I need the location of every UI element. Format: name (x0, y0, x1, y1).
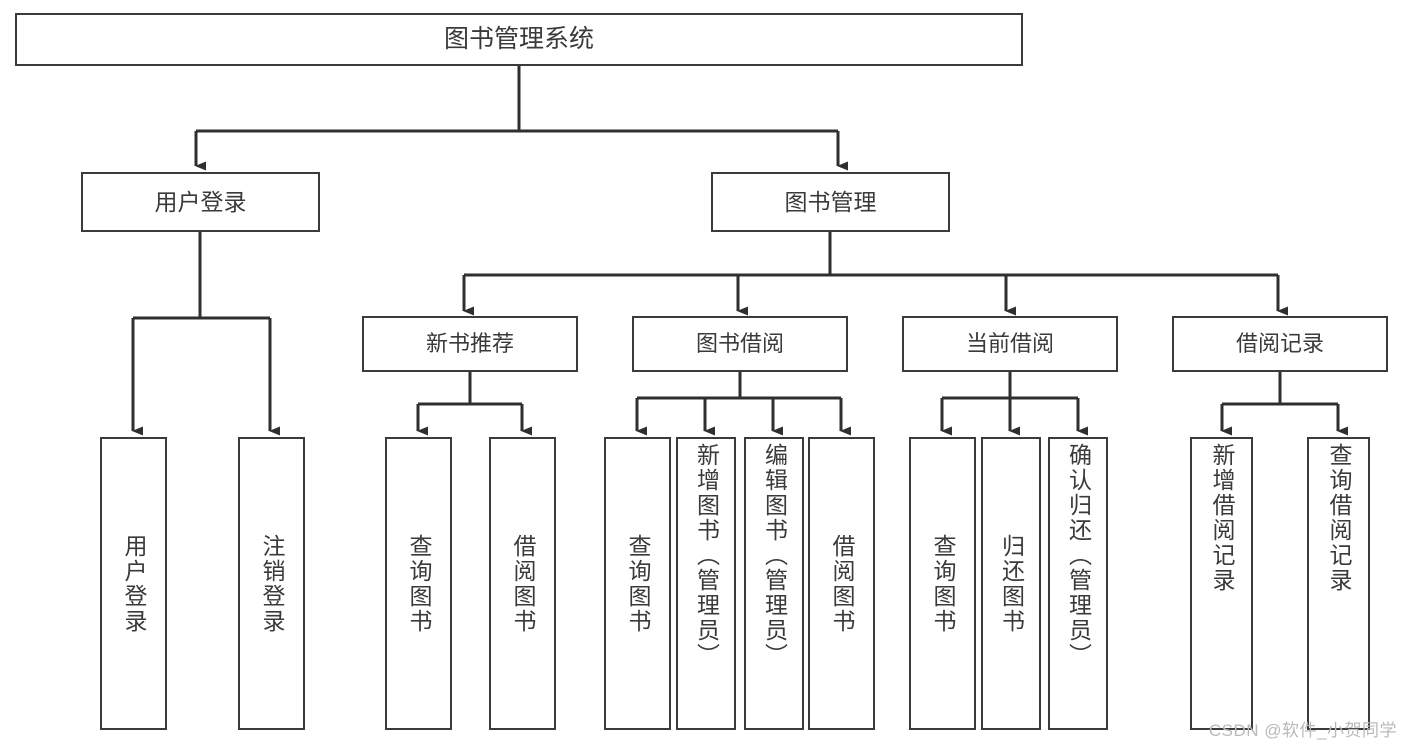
leaf-node-confirm-return-admin[interactable]: 确认归还（管理员） (1048, 437, 1108, 730)
node-root-book-management-system[interactable]: 图书管理系统 (15, 13, 1023, 66)
node-label: 借阅记录 (1235, 331, 1324, 357)
node-label: 查询借阅记录 (1326, 443, 1352, 593)
node-label: 确认归还（管理员） (1065, 443, 1092, 668)
node-label: 借阅图书 (829, 533, 855, 634)
leaf-node-logout-login[interactable]: 注销登录 (238, 437, 305, 730)
leaf-node-user-login[interactable]: 用户登录 (100, 437, 167, 730)
node-label: 查询图书 (625, 533, 651, 634)
node-user-login[interactable]: 用户登录 (81, 172, 320, 232)
leaf-node-query-borrow-record[interactable]: 查询借阅记录 (1307, 437, 1370, 730)
leaf-node-query-book-recommend[interactable]: 查询图书 (385, 437, 452, 730)
leaf-node-return-book[interactable]: 归还图书 (981, 437, 1041, 730)
leaf-node-add-borrow-record[interactable]: 新增借阅记录 (1190, 437, 1253, 730)
node-label: 查询图书 (406, 533, 432, 634)
node-label: 归还图书 (998, 533, 1025, 634)
node-label: 编辑图书（管理员） (761, 443, 788, 668)
leaf-node-query-book-borrow[interactable]: 查询图书 (604, 437, 671, 730)
node-label: 查询图书 (930, 533, 956, 634)
node-label: 新增借阅记录 (1209, 443, 1235, 593)
node-label: 用户登录 (154, 188, 247, 215)
node-label: 图书管理系统 (443, 25, 594, 54)
leaf-node-borrow-book-recommend[interactable]: 借阅图书 (489, 437, 556, 730)
leaf-node-add-book-admin[interactable]: 新增图书（管理员） (676, 437, 736, 730)
node-label: 图书管理 (784, 188, 877, 215)
node-book-borrow[interactable]: 图书借阅 (632, 316, 848, 372)
node-label: 用户登录 (121, 533, 147, 634)
leaf-node-query-book-current[interactable]: 查询图书 (909, 437, 976, 730)
node-label: 注销登录 (259, 533, 285, 634)
node-label: 新书推荐 (425, 331, 514, 357)
csdn-watermark: CSDN @软件_小贺同学 (1208, 721, 1397, 740)
node-book-management[interactable]: 图书管理 (711, 172, 950, 232)
node-label: 当前借阅 (965, 331, 1054, 357)
leaf-node-edit-book-admin[interactable]: 编辑图书（管理员） (744, 437, 804, 730)
node-new-book-recommend[interactable]: 新书推荐 (362, 316, 578, 372)
node-label: 新增图书（管理员） (693, 443, 720, 668)
leaf-node-borrow-book-borrow[interactable]: 借阅图书 (808, 437, 875, 730)
node-label: 借阅图书 (510, 533, 536, 634)
node-current-borrow[interactable]: 当前借阅 (902, 316, 1118, 372)
node-borrow-record[interactable]: 借阅记录 (1172, 316, 1388, 372)
node-label: 图书借阅 (695, 331, 784, 357)
